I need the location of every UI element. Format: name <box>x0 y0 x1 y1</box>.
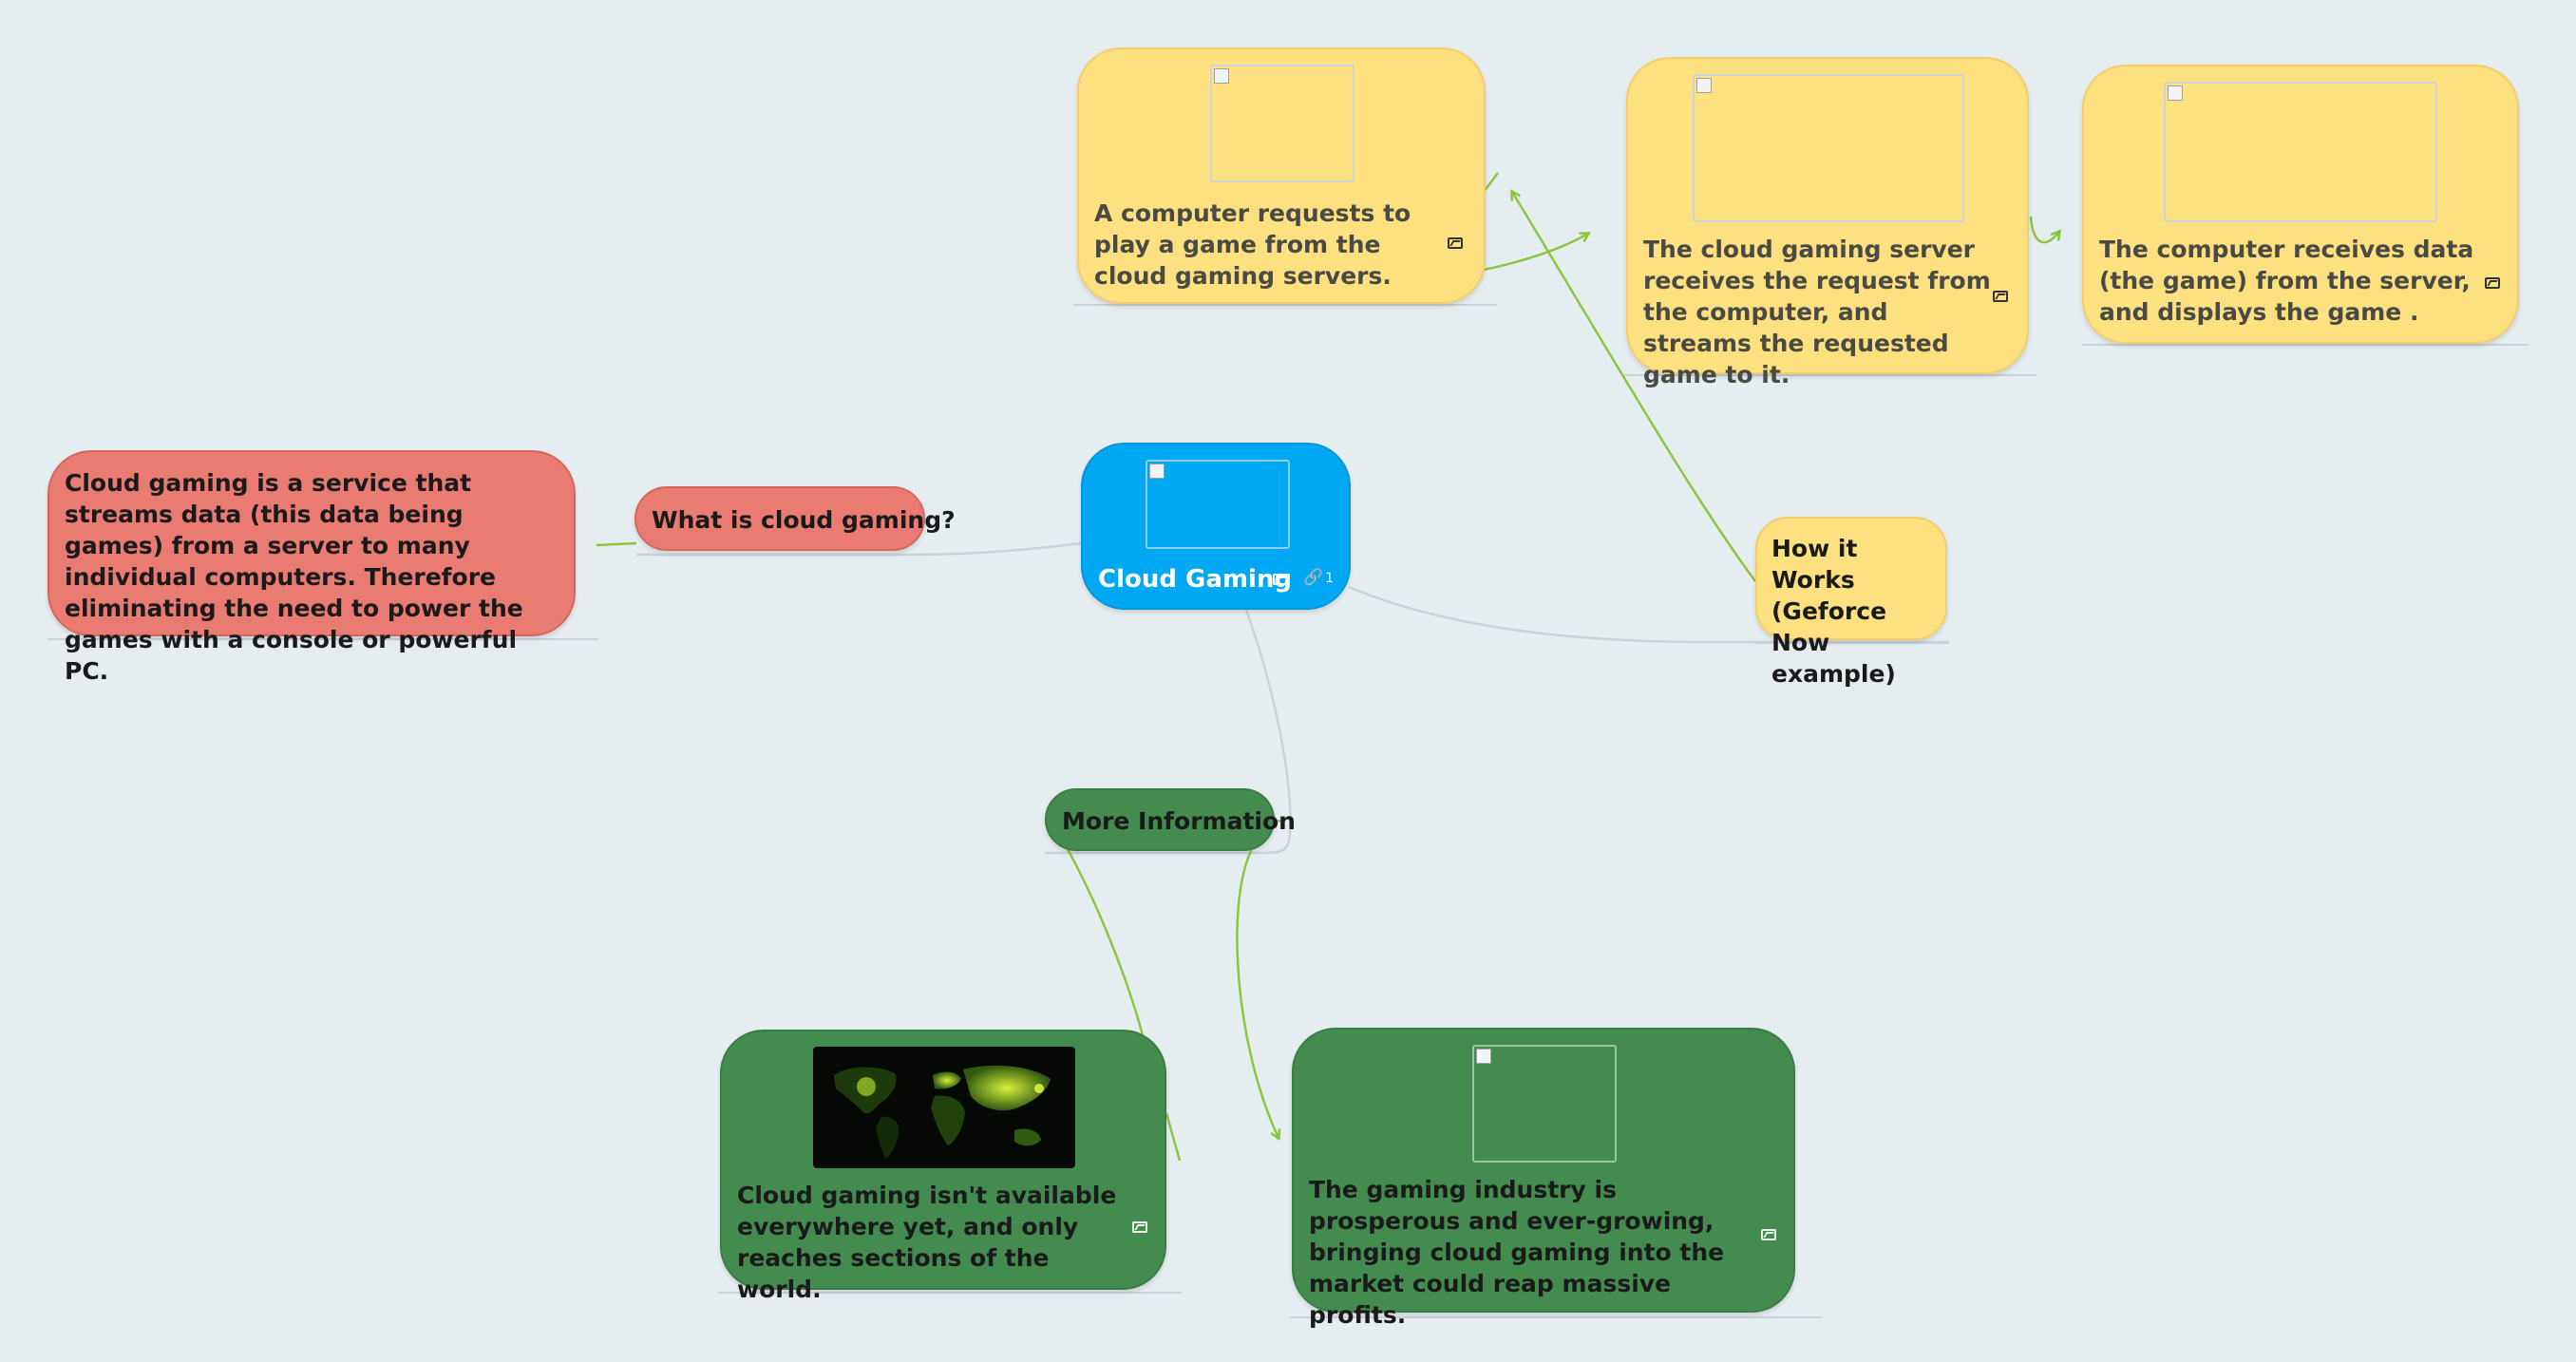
link-icon[interactable]: 🔗1 <box>1303 568 1335 587</box>
definition-text: Cloud gaming is a service that streams d… <box>65 469 523 685</box>
central-image <box>1146 460 1290 549</box>
topic-how-it-works[interactable]: How it Works (Geforce Now example) <box>1755 517 1947 688</box>
subtopic-availability[interactable]: Cloud gaming isn't available everywhere … <box>720 1030 1166 1303</box>
step-server-streams[interactable]: The cloud gaming server receives the req… <box>1626 57 2029 388</box>
map-glow-usa <box>857 1077 876 1096</box>
map-south-america <box>876 1116 900 1159</box>
image-icon[interactable] <box>1273 574 1288 585</box>
central-topic[interactable]: Cloud Gaming 🔗1 <box>1081 443 1351 610</box>
industry-image <box>1472 1045 1617 1163</box>
more-info-title: More Information <box>1062 807 1296 835</box>
map-africa <box>931 1095 965 1145</box>
step3-image <box>2164 82 2437 222</box>
image-icon[interactable] <box>1448 237 1463 249</box>
shelf-answer <box>47 638 598 640</box>
availability-text: Cloud gaming isn't available everywhere … <box>737 1182 1117 1303</box>
shelf-availability <box>718 1292 1182 1294</box>
step2-text: The cloud gaming server receives the req… <box>1643 236 1991 388</box>
connector-central-to-what-is <box>636 541 1082 557</box>
map-europe <box>933 1071 961 1089</box>
industry-text: The gaming industry is prosperous and ev… <box>1309 1176 1725 1329</box>
subtopic-definition[interactable]: Cloud gaming is a service that streams d… <box>47 450 576 685</box>
map-asia <box>963 1065 1051 1111</box>
image-icon[interactable] <box>1132 1221 1147 1233</box>
how-it-works-title: How it Works (Geforce Now example) <box>1771 535 1896 688</box>
connector-central-to-how-it-works <box>1348 585 1949 644</box>
subtopic-industry[interactable]: The gaming industry is prosperous and ev… <box>1292 1028 1795 1329</box>
world-map-image <box>813 1047 1075 1168</box>
shelf-how-it-works <box>1753 642 1949 644</box>
shelf-industry <box>1290 1316 1822 1318</box>
step3-text: The computer receives data (the game) fr… <box>2099 236 2474 326</box>
connector-availability-stub <box>1165 1112 1182 1162</box>
step1-text: A computer requests to play a game from … <box>1094 199 1411 290</box>
what-is-title: What is cloud gaming? <box>652 506 956 534</box>
image-icon[interactable] <box>1993 291 2008 302</box>
connector-central-to-more-info <box>1045 609 1292 855</box>
map-australia <box>1014 1128 1041 1146</box>
shelf-step1 <box>1073 304 1497 306</box>
step2-image <box>1693 74 1964 222</box>
connector-more-info-to-availability <box>1066 848 1146 1040</box>
step-computer-displays[interactable]: The computer receives data (the game) fr… <box>2082 65 2519 344</box>
image-icon[interactable] <box>1761 1229 1776 1240</box>
link-count: 1 <box>1325 571 1335 586</box>
central-title: Cloud Gaming <box>1098 565 1293 594</box>
shelf-step3 <box>2082 344 2529 346</box>
image-icon[interactable] <box>2485 277 2500 289</box>
shelf-step2 <box>1624 374 2036 376</box>
connector-step2-to-step3 <box>2029 216 2059 244</box>
step1-image <box>1210 65 1354 182</box>
map-glow-japan <box>1034 1084 1044 1093</box>
topic-more-information[interactable]: More Information <box>1045 788 1296 851</box>
topic-what-is-cloud-gaming[interactable]: What is cloud gaming? <box>635 486 956 551</box>
connector-step1-to-step2 <box>1483 234 1588 272</box>
connector-how-it-works-to-step1 <box>1512 192 1757 582</box>
connector-step1-stub <box>1483 172 1499 193</box>
connector-more-info-to-industry <box>1236 848 1279 1138</box>
connector-what-is-to-answer <box>596 541 637 547</box>
step-computer-requests[interactable]: A computer requests to play a game from … <box>1077 47 1486 304</box>
